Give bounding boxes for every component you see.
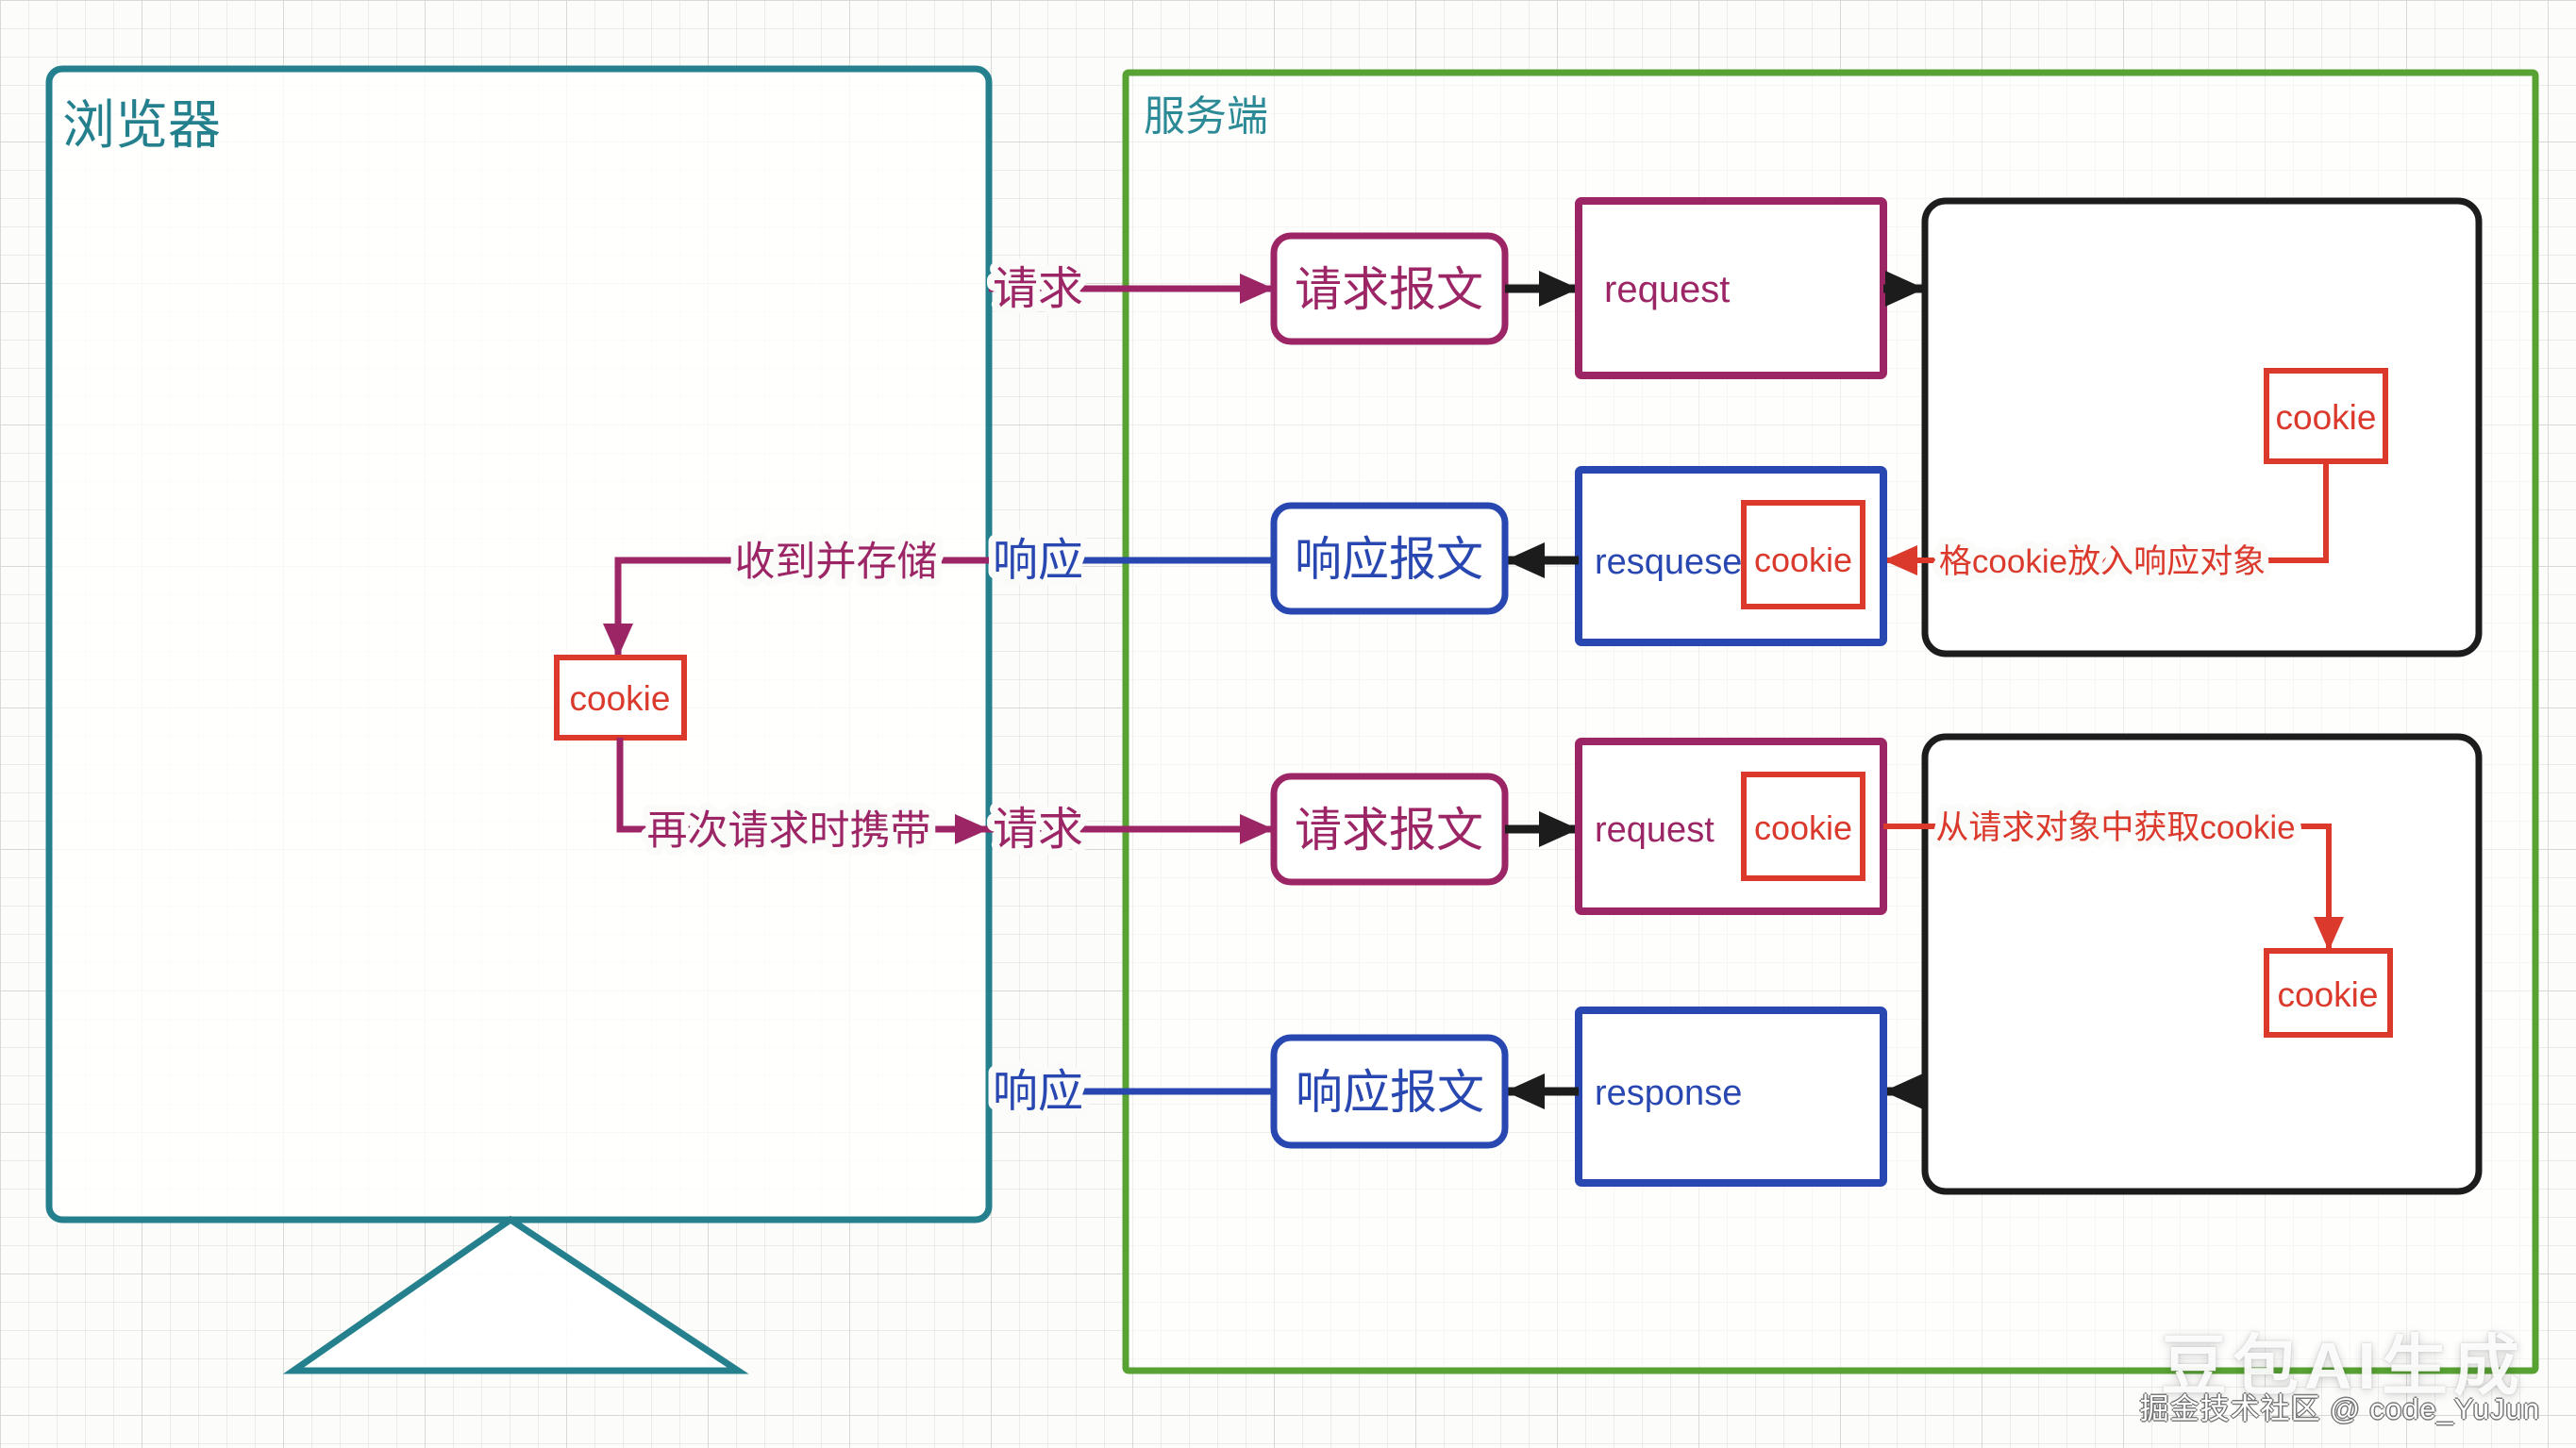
request2-message-label: 请求报文	[1295, 804, 1483, 857]
request2-handler-note: 从请求对象中获取cookie	[1935, 809, 2295, 846]
response1-edge-label: 响应	[993, 536, 1083, 586]
response2-message-label: 响应报文	[1296, 1066, 1484, 1119]
watermark-title: 豆包AI生成	[2161, 1329, 2525, 1403]
resend-arrow	[616, 738, 989, 844]
browser-cookie-label: cookie	[570, 679, 671, 718]
store-note: 收到并存储	[735, 540, 938, 585]
response1-object-cookie-box	[1741, 500, 1865, 609]
response2-object-label: response	[1595, 1074, 1742, 1113]
flow-request2: 请求 请求报文 request cookie 从请求对象中获取cookie co…	[985, 738, 2393, 1038]
browser-box-border	[45, 65, 993, 1223]
request1-message-label: 请求报文	[1295, 263, 1483, 316]
request2-handler-cookie-label: cookie	[2278, 975, 2379, 1014]
watermark-credit: 掘金技术社区 @ code_YuJun	[2139, 1392, 2540, 1425]
response1-message-label: 响应报文	[1295, 533, 1483, 586]
flow-response2: response 响应报文 响应	[985, 1007, 1925, 1187]
store-arrow	[603, 557, 989, 657]
flow-request1: 请求 请求报文 request	[985, 197, 1925, 379]
response1-object-cookie-label: cookie	[1754, 541, 1852, 579]
request1-object-label: request	[1604, 269, 1730, 310]
response1-handler-cookie-label: cookie	[2276, 398, 2377, 437]
monitor-stand-icon	[282, 1215, 749, 1374]
request2-handler-cookie-box	[2264, 948, 2393, 1038]
response1-handler-note: 格cookie放入响应对象	[1939, 543, 2266, 580]
browser-box: 浏览器	[45, 65, 993, 1374]
browser-title: 浏览器	[62, 95, 221, 155]
request2-object-cookie-label: cookie	[1754, 808, 1852, 847]
response2-edge-label: 响应	[993, 1067, 1083, 1117]
response1-object-label: resquese	[1595, 542, 1742, 582]
flow-response1: cookie 格cookie放入响应对象 resquese cookie 响应报…	[985, 368, 2388, 646]
request2-edge-label: 请求	[993, 805, 1083, 855]
response2-object-box	[1575, 1007, 1887, 1187]
response1-handler-arrow	[1883, 461, 2329, 575]
server-title: 服务端	[1144, 93, 1268, 140]
request1-edge-label: 请求	[993, 264, 1083, 314]
handler-box-bottom	[1921, 733, 2483, 1195]
request2-handler-arrow	[1883, 824, 2344, 951]
resend-note: 再次请求时携带	[647, 808, 931, 854]
request2-object-cookie-box	[1741, 772, 1865, 881]
request2-object-label: request	[1595, 810, 1715, 850]
browser-cookie-store: 收到并存储 cookie 再次请求时携带	[554, 532, 989, 861]
response1-handler-cookie-box	[2264, 368, 2388, 464]
handler-box-top	[1921, 197, 2483, 657]
